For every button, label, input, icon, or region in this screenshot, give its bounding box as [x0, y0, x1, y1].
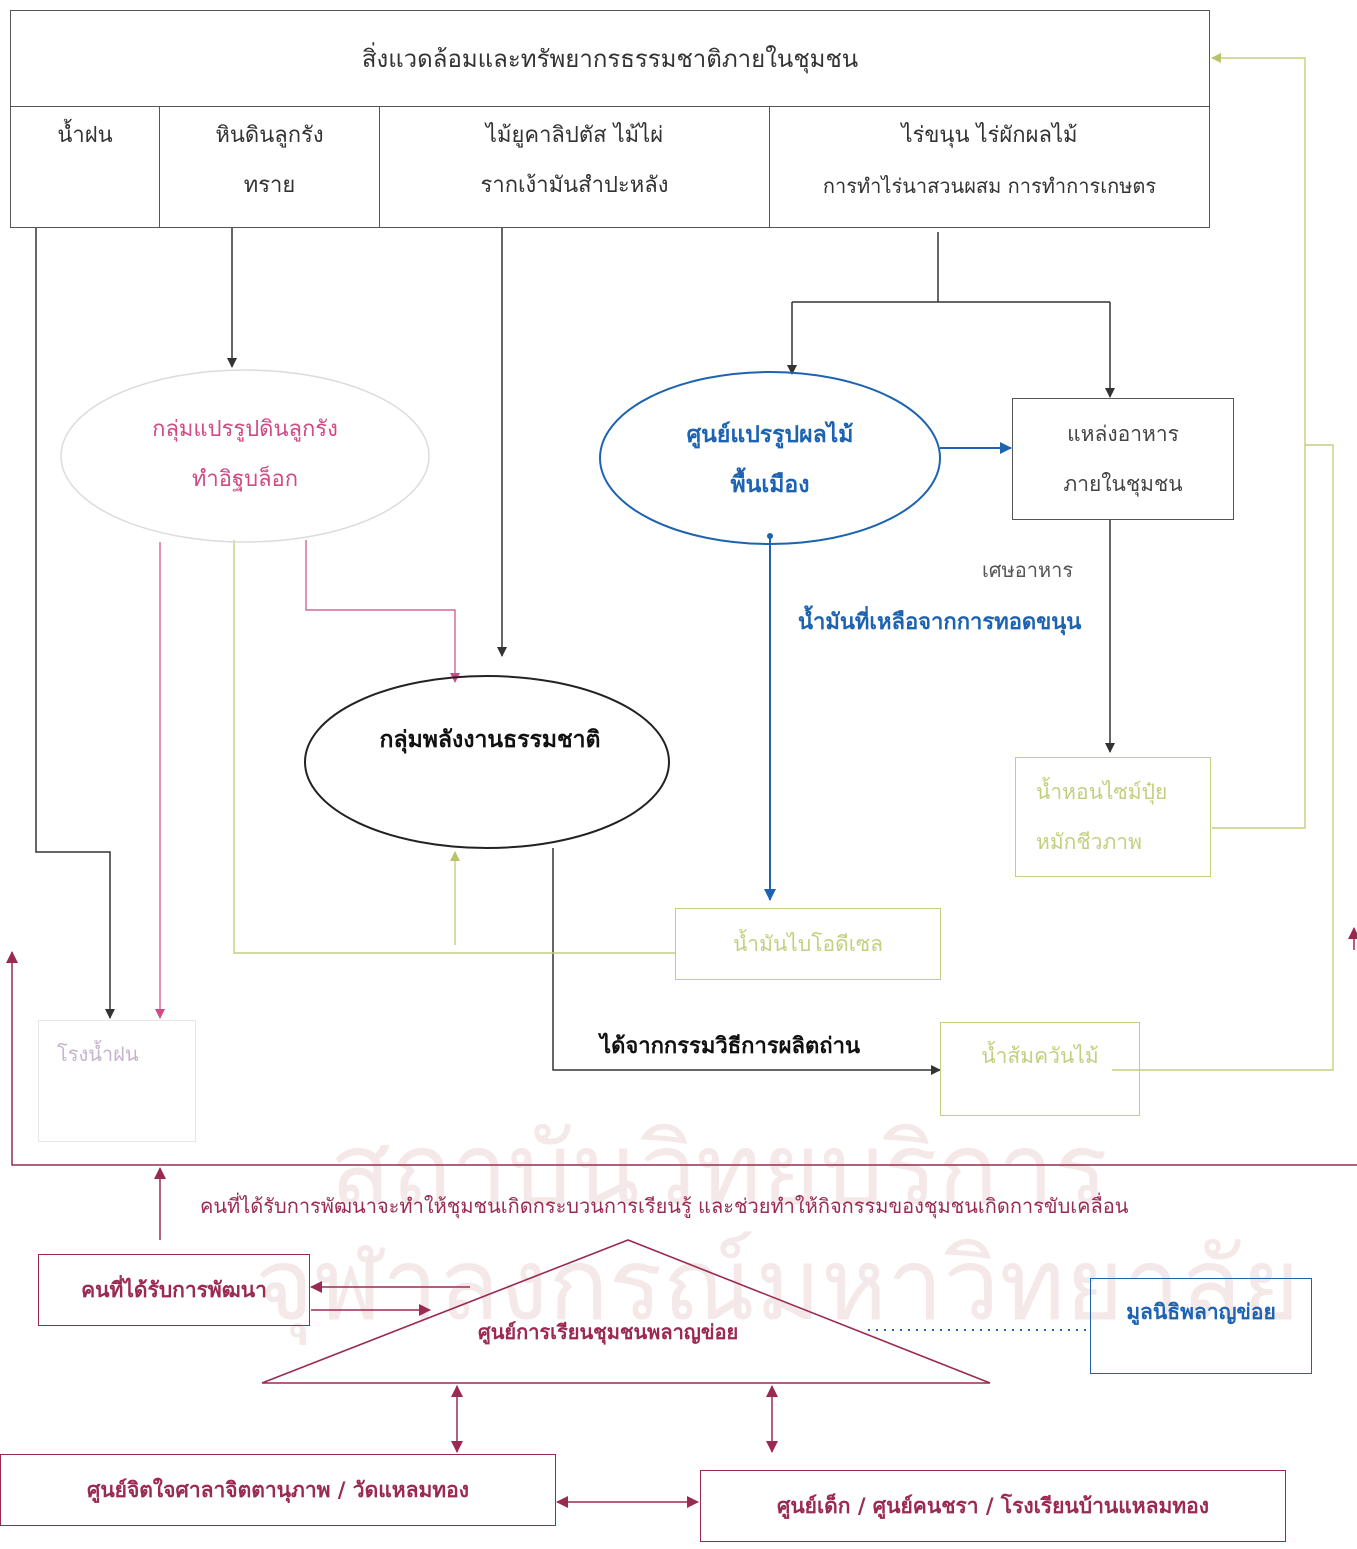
bio-fertilizer-line2: หมักชีวภาพ [1036, 830, 1142, 854]
bio-fertilizer-line1: น้ำหอนไซม์ปุ๋ย [1036, 780, 1168, 804]
resource-laterite-line2: ทราย [243, 173, 296, 198]
resource-farm-line2: การทำไร่นาสวนผสม การทำการเกษตร [822, 174, 1157, 198]
laterite-group-line2: ทำอิฐบล็อก [191, 467, 299, 492]
edge-fertilizer-to-resources [1212, 445, 1306, 829]
resource-laterite-line1: หินดินลูกรัง [215, 123, 324, 148]
resource-rain-line1: น้ำฝน [57, 123, 113, 148]
biodiesel-label: น้ำมันไบโอดีเซล [732, 932, 884, 956]
resource-cell-farm: ไร่ขนุน ไร่ผักผลไม้ การทำไร่นาสวนผสม การ… [770, 107, 1209, 227]
foundation-label: มูลนิธิพลาญข่อย [1126, 1300, 1276, 1324]
mind-center-node: ศูนย์จิตใจศาลาจิตตานุภาพ / วัดแหลมทอง [0, 1454, 556, 1526]
mind-center-label: ศูนย์จิตใจศาลาจิตตานุภาพ / วัดแหลมทอง [87, 1478, 469, 1502]
watermark-line-2: จุฬาลงกรณ์มหาวิทยาลัย [255, 1226, 1300, 1343]
resource-farm-line1: ไร่ขนุน ไร่ผักผลไม้ [901, 123, 1078, 148]
energy-group-ellipse [304, 675, 670, 849]
laterite-group-node: กลุ่มแปรรูปดินลูกรัง ทำอิฐบล็อก [80, 400, 410, 510]
resource-cell-laterite: หินดินลูกรัง ทราย [160, 107, 380, 227]
rain-house-label: โรงน้ำฝน [57, 1042, 139, 1066]
food-waste-label: เศษอาหาร [982, 558, 1074, 582]
biodiesel-node: น้ำมันไบโอดีเซล [675, 908, 941, 980]
energy-group-label: กลุ่มพลังงานธรรมชาติ [379, 727, 601, 753]
food-source-line2: ภายในชุมชน [1063, 472, 1183, 496]
fruit-center-ellipse [599, 371, 941, 545]
laterite-group-ellipse [60, 369, 430, 543]
developed-people-node: คนที่ได้รับการพัฒนา [38, 1254, 310, 1326]
learning-center-triangle [261, 1239, 991, 1384]
resource-wood-line2: รากเง้ามันสำปะหลัง [480, 173, 669, 198]
resource-cell-wood: ไม้ยูคาลิปตัส ไม้ไผ่ รากเง้ามันสำปะหลัง [380, 107, 770, 227]
resource-cell-rain: น้ำฝน [11, 107, 160, 227]
edge-laterite-to-energy [305, 540, 460, 683]
edge-vinegar-to-resources [1112, 53, 1334, 1071]
edge-feedback-loop [5, 951, 1357, 1166]
edge-laterite-left-to-biodiesel [233, 540, 675, 954]
food-source-node: แหล่งอาหาร ภายในชุมชน [1012, 398, 1234, 520]
laterite-group-line1: กลุ่มแปรรูปดินลูกรัง [152, 417, 338, 442]
developed-people-label: คนที่ได้รับการพัฒนา [81, 1278, 267, 1302]
resources-table: สิ่งแวดล้อมและทรัพยากรธรรมชาติภายในชุมชน… [10, 10, 1210, 228]
child-center-label: ศูนย์เด็ก / ศูนย์คนชรา / โรงเรียนบ้านแหล… [776, 1494, 1210, 1518]
foundation-node: มูลนิธิพลาญข่อย [1090, 1278, 1312, 1374]
rain-house-node: โรงน้ำฝน [38, 1020, 196, 1142]
edge-rain-to-rainhouse [35, 227, 115, 1019]
bio-fertilizer-node: น้ำหอนไซม์ปุ๋ย หมักชีวภาพ [1015, 757, 1211, 877]
wood-vinegar-node: น้ำส้มควันไม้ [940, 1022, 1140, 1116]
resource-wood-line1: ไม้ยูคาลิปตัส ไม้ไผ่ [485, 123, 664, 148]
wood-vinegar-label: น้ำส้มควันไม้ [981, 1044, 1099, 1068]
watermark-line-1: สถาบันวิทยบริการ [330, 1111, 1108, 1228]
leftover-oil-label: น้ำมันที่เหลือจากการทอดขนุน [798, 610, 1082, 635]
learning-caption: คนที่ได้รับการพัฒนาจะทำให้ชุมชนเกิดกระบว… [200, 1194, 1129, 1218]
resources-title: สิ่งแวดล้อมและทรัพยากรธรรมชาติภายในชุมชน [361, 44, 859, 73]
learning-center-label: ศูนย์การเรียนชุมชนพลาญข่อย [478, 1320, 739, 1344]
child-center-node: ศูนย์เด็ก / ศูนย์คนชรา / โรงเรียนบ้านแหล… [700, 1470, 1286, 1542]
fruit-center-line2: พื้นเมือง [730, 472, 810, 498]
fruit-center-line1: ศูนย์แปรรูปผลไม้ [686, 422, 854, 448]
energy-group-node: กลุ่มพลังงานธรรมชาติ [340, 715, 640, 765]
edge-energy-to-vinegar [552, 848, 941, 1075]
charcoal-label: ได้จากกรรมวิธีการผลิตถ่าน [600, 1034, 861, 1059]
food-source-line1: แหล่งอาหาร [1067, 422, 1179, 446]
fruit-center-node: ศูนย์แปรรูปผลไม้ พื้นเมือง [640, 405, 900, 515]
resources-title-cell: สิ่งแวดล้อมและทรัพยากรธรรมชาติภายในชุมชน [11, 11, 1209, 107]
